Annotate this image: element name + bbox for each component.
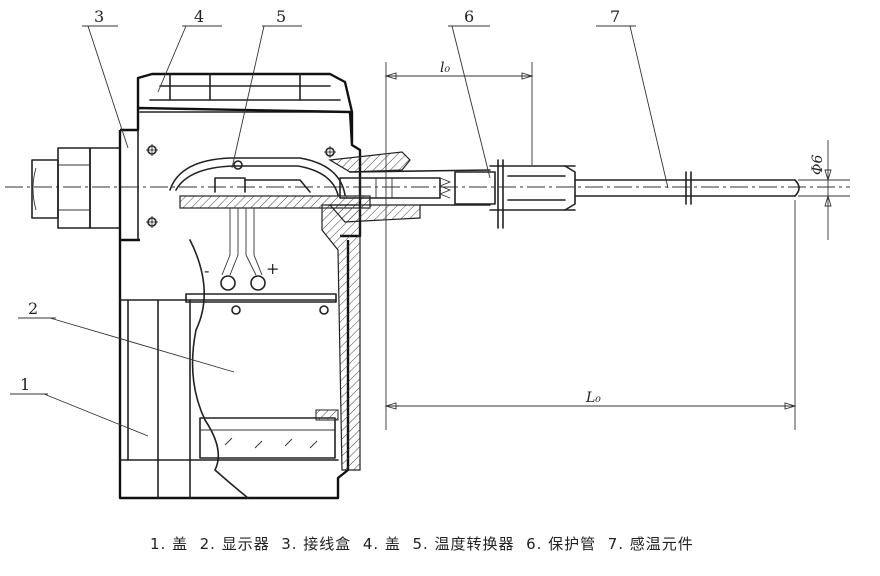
callout-number: 4 (194, 7, 204, 26)
protection-tube (328, 151, 576, 229)
legend-caption: 1. 盖 2. 显示器 3. 接线盒 4. 盖 5. 温度转换器 6. 保护管 … (150, 535, 694, 553)
dimension-L0-label: L₀ (585, 390, 601, 406)
callout-1: 1 (10, 375, 149, 437)
screw-icon (146, 216, 158, 228)
callout-number: 6 (464, 7, 474, 26)
callout-number: 7 (610, 7, 620, 26)
dimension-l0: l₀ (384, 60, 534, 430)
callout-6: 6 (448, 7, 491, 179)
junction-box (118, 72, 371, 242)
callout-4: 4 (157, 7, 222, 93)
callout-7: 7 (596, 7, 669, 189)
screw-icon (146, 144, 158, 156)
dimension-phi-label: Φ6 (810, 155, 826, 175)
callout-5: 5 (231, 7, 302, 169)
screw-icon (324, 146, 336, 158)
callout-number: 5 (276, 7, 286, 26)
terminal-minus-label: - (204, 261, 209, 280)
callout-number: 1 (20, 375, 30, 394)
terminal-plus-label: + (266, 259, 279, 278)
sensing-element (574, 171, 800, 205)
callout-number: 2 (28, 299, 38, 318)
display-housing (118, 204, 361, 500)
temperature-converter: - + (204, 160, 311, 291)
cable-gland (31, 147, 121, 229)
callout-number: 3 (94, 7, 104, 26)
dimension-phi: Φ6 (798, 140, 850, 240)
callout-3: 3 (82, 7, 129, 149)
dimension-L0: L₀ (384, 200, 797, 430)
callout-2: 2 (18, 299, 235, 373)
dimension-l0-label: l₀ (440, 60, 450, 76)
